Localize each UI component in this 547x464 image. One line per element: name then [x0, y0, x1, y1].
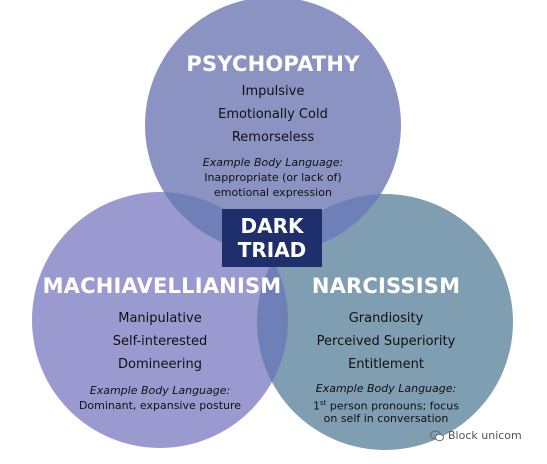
- machiavellianism-trait: Self-interested: [112, 334, 208, 349]
- narcissism-trait: Entitlement: [348, 357, 424, 372]
- narcissism-title: NARCISSISM: [311, 274, 461, 298]
- narcissism-example-rest: person pronouns; focus: [326, 399, 460, 413]
- psychopathy-example-text: emotional expression: [214, 186, 332, 199]
- machiavellianism-example-label: Example Body Language:: [89, 384, 231, 397]
- psychopathy-trait: Remorseless: [231, 130, 315, 145]
- psychopathy-example-label: Example Body Language:: [202, 156, 344, 169]
- narcissism-trait: Perceived Superiority: [316, 334, 456, 349]
- narcissism-example-label: Example Body Language:: [315, 382, 457, 395]
- narcissism-example-number: 1: [312, 399, 320, 413]
- machiavellianism-trait: Domineering: [118, 357, 202, 372]
- narcissism-trait: Grandiosity: [348, 311, 424, 326]
- watermark-text: Block unicom: [448, 429, 522, 442]
- psychopathy-example-text: Inappropriate (or lack of): [204, 171, 342, 184]
- machiavellianism-trait: Manipulative: [118, 311, 202, 326]
- watermark: Block unicom: [430, 429, 522, 442]
- psychopathy-circle: [145, 0, 401, 253]
- psychopathy-title: PSYCHOPATHY: [186, 52, 360, 76]
- narcissism-example-text: on self in conversation: [323, 412, 449, 425]
- wechat-icon: [430, 430, 444, 441]
- dark-triad-line2: TRIAD: [237, 238, 307, 262]
- narcissism-example-ordinal: st: [319, 399, 327, 407]
- machiavellianism-example-text: Dominant, expansive posture: [78, 399, 242, 412]
- narcissism-example-text: 1st person pronouns; focus: [286, 396, 486, 414]
- dark-triad-box: DARK TRIAD: [222, 209, 322, 267]
- dark-triad-line1: DARK: [240, 214, 304, 238]
- psychopathy-trait: Emotionally Cold: [218, 107, 328, 122]
- psychopathy-trait: Impulsive: [241, 84, 305, 99]
- machiavellianism-title: MACHIAVELLIANISM: [42, 274, 282, 298]
